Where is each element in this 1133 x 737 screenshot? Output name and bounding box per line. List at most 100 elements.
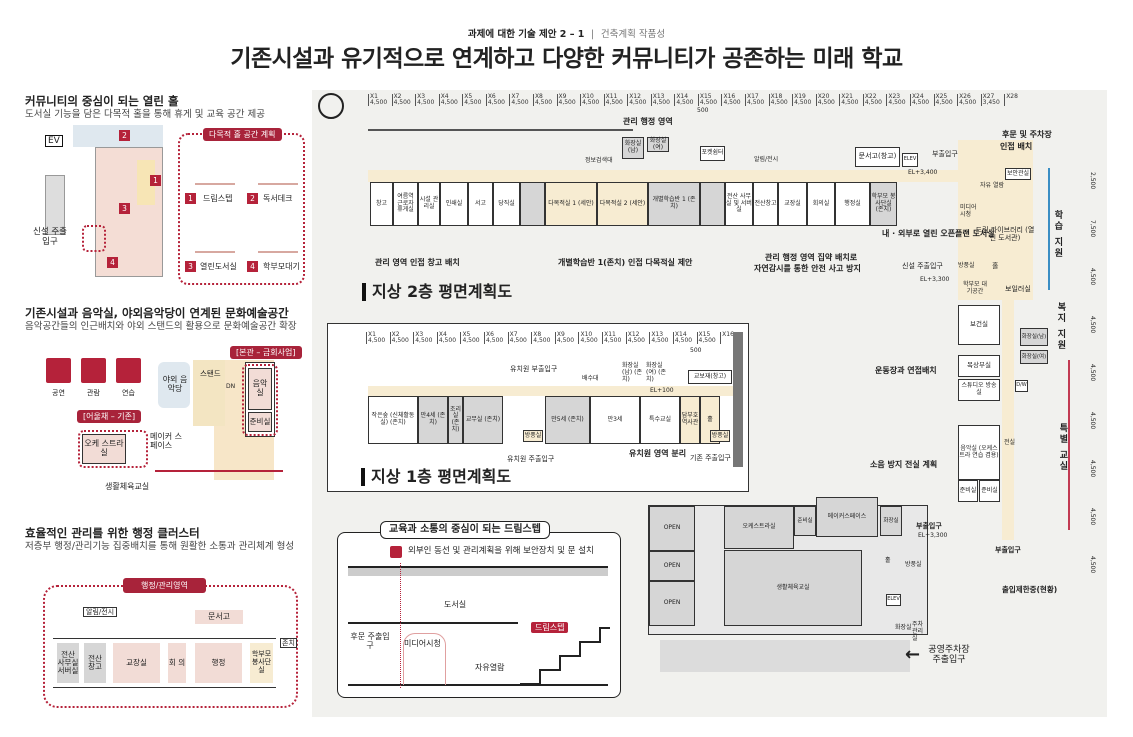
grid-spacing: 4,500	[556, 337, 575, 344]
grid-spacing: 4,500	[888, 99, 906, 106]
grid-spacing: 3,450	[982, 99, 1000, 106]
grid-axis-label: X17	[747, 93, 759, 100]
dimension-label: 4,500	[1088, 268, 1096, 286]
grid-axis-label: X3	[415, 331, 424, 338]
grid-spacing: 4,500	[440, 99, 458, 106]
floor1-room: 방풍실	[710, 430, 730, 442]
dn-label: DN	[226, 383, 236, 390]
outdoor-hall-label: 야외 음악당	[162, 375, 188, 394]
parking-office-label: 주차 관리실	[912, 621, 924, 642]
floor1-corridor	[368, 386, 733, 396]
reading-deck-illustration	[258, 160, 298, 185]
music-section-title: 기존시설과 음악실, 야외음악당이 연계된 문화예술공간	[25, 306, 289, 320]
hall-label: 홀	[992, 262, 999, 270]
grid-axis-label: X1	[368, 331, 376, 338]
floor2-room: 인쇄실	[440, 182, 468, 226]
grid-axis-label: X9	[556, 331, 565, 338]
grid-axis-label: X13	[651, 331, 664, 338]
floor2-room: 전산창고	[753, 182, 778, 226]
audience-icon	[81, 358, 106, 383]
info-desk-label: 정보검색대	[585, 157, 613, 164]
note-parking: 인접 배치	[1000, 142, 1033, 151]
ground-floor	[348, 684, 608, 686]
note-back-gate: 후문 및 주차장	[1002, 130, 1052, 139]
gym-label: 생활체육교실	[105, 482, 150, 491]
legend-num: 2	[247, 193, 258, 204]
stair-icon	[520, 182, 545, 226]
kinder-side-entrance: 유치원 부출입구	[510, 365, 558, 373]
floor1-room: 만3세	[590, 396, 640, 444]
grid-spacing: 4,500	[674, 337, 693, 344]
parking-entrance-label: 공영주차장 주출입구	[928, 645, 970, 665]
free-reading-label: 자유열람	[475, 663, 505, 672]
legend-num: 1	[185, 193, 196, 204]
orchestra-highlight	[78, 430, 148, 468]
floor1-room: 만5세 (존치)	[545, 396, 590, 444]
marker-3: 3	[119, 203, 130, 214]
grid-spacing: 4,500	[747, 99, 765, 106]
dimension-label: 4,500	[1088, 316, 1096, 334]
kinder-main-entrance: 유치원 주출입구	[507, 455, 555, 463]
dim-500: 500	[697, 107, 709, 114]
grid-axis-label: X2	[393, 93, 402, 100]
hall-label: 홀	[885, 557, 891, 564]
dimension-label: 4,500	[1088, 508, 1096, 526]
grid-spacing: 4,500	[629, 99, 647, 106]
dim-500: 500	[690, 347, 702, 354]
floor2-room: 행정실	[835, 182, 870, 226]
zone-line	[368, 129, 633, 131]
grid-axis-label: X14	[676, 93, 689, 100]
floor2-corridor	[368, 170, 958, 182]
admin-room: 교장실	[113, 643, 160, 683]
grid-spacing: 4,500	[841, 99, 859, 106]
grid-axis-label: X3	[417, 93, 426, 100]
floor1-room: 방풍실	[523, 430, 543, 442]
grid-axis-label: X7	[511, 93, 520, 100]
maker-space-label: 메이커 스페이스	[150, 432, 182, 451]
floor1-room: 조리실 (존치)	[448, 396, 463, 444]
note-storage: 관리 영역 인접 창고 배치	[375, 258, 460, 267]
open-library-illustration	[195, 228, 235, 253]
boiler-room-label: 보일러실	[1005, 285, 1031, 293]
grid-spacing: 4,500	[605, 99, 623, 106]
admin-room: 회 의	[168, 643, 186, 683]
grid-spacing: 4,500	[464, 99, 482, 106]
restroom-male: 화장실 (남)	[622, 137, 644, 159]
hall-plan: EV 2 1 3 4	[45, 125, 165, 285]
dimension-label: 4,500	[1088, 460, 1096, 478]
music-highlight	[242, 364, 278, 436]
parent-waiting-label: 학부모 대기공간	[963, 281, 987, 295]
existing-label: 존치	[280, 638, 297, 649]
grid-spacing: 4,500	[509, 337, 527, 344]
note-playground: 운동장과 연접배치	[875, 366, 937, 375]
hall-section-title: 커뮤니티의 중심이 되는 열린 홀	[25, 94, 179, 108]
legend-label: 학부모대기	[263, 262, 300, 271]
restroom-female: 화장실(여) (존치)	[646, 362, 666, 383]
marker-1: 1	[150, 175, 161, 186]
note-admin-cluster: 관리 행정 영역 집약 배치로	[765, 253, 858, 262]
gym: 생활체육교실	[724, 550, 862, 626]
note-open-library: 내 · 외부로 열린 오픈플랜 도서실	[882, 229, 995, 238]
dream-library-label: 드림 라이브러리 (열린 도서관)	[975, 226, 1035, 243]
dimension-label: 7,500	[1088, 220, 1096, 238]
anteroom-label: 전실	[1004, 439, 1016, 446]
parking-ramp	[660, 640, 910, 672]
grid-axis-label: X12	[629, 93, 641, 100]
new-entrance-label: 신설 주출입구	[33, 227, 67, 247]
dumbwaiter: D/W	[1015, 380, 1028, 392]
note-noise: 소음 방지 전실 계획	[870, 460, 938, 469]
floor2-room: 전산 사무실 및 서버실	[725, 182, 753, 226]
room: 목상부실	[958, 355, 1000, 377]
open-void: OPEN	[649, 506, 695, 551]
